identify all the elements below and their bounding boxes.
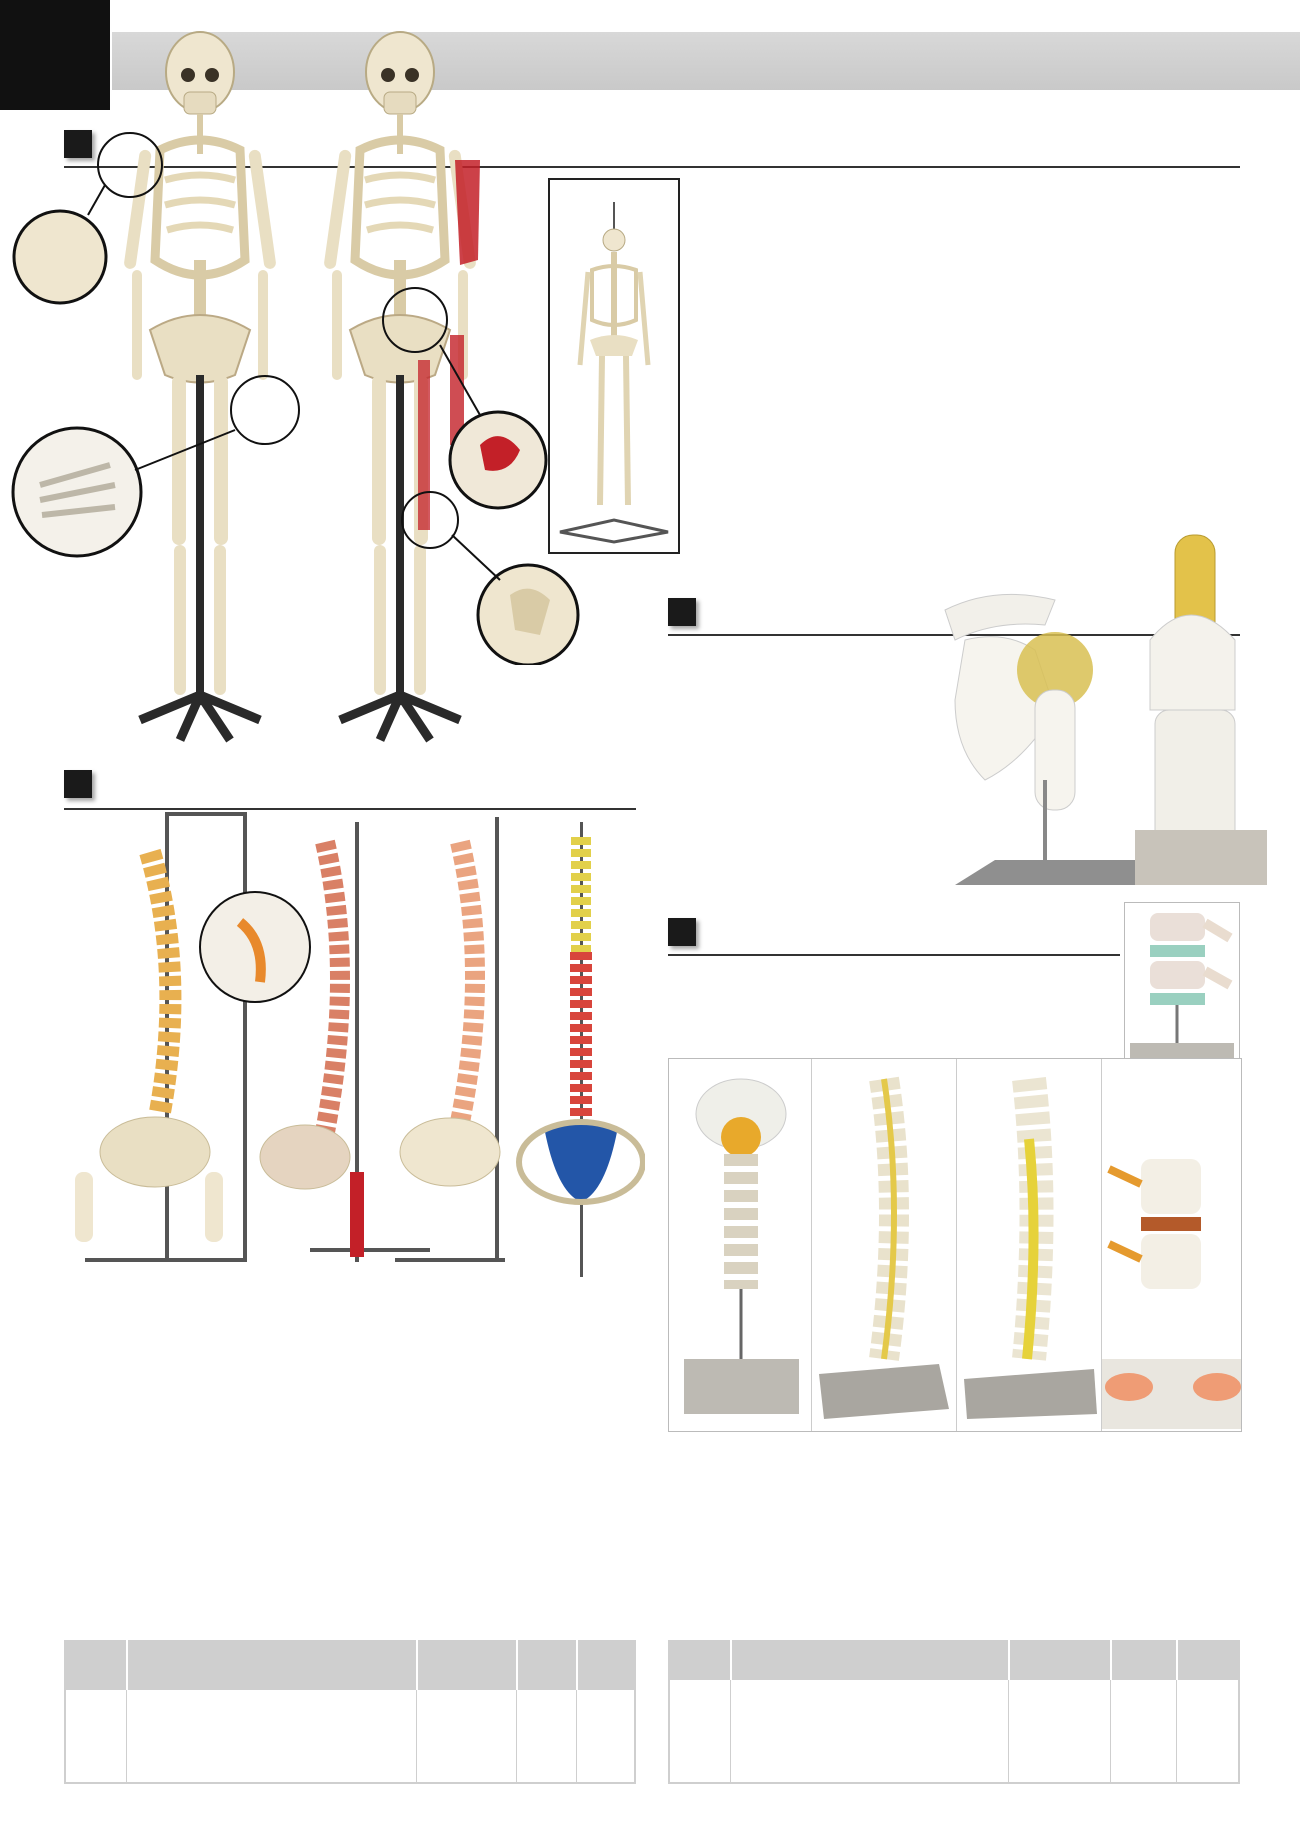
hanging-skeleton-image <box>559 202 669 544</box>
section-marker-vertebrae <box>668 918 696 946</box>
section-rule-vertebrae <box>668 954 1120 956</box>
panel-divider <box>811 1059 812 1431</box>
section-marker-joints <box>668 598 696 626</box>
table-header-row <box>64 1640 636 1690</box>
corner-black-block <box>0 0 110 110</box>
spine-models-image <box>75 812 645 1277</box>
vertebra-inset-frame <box>1124 902 1240 1080</box>
table-header-divider <box>576 1640 578 1690</box>
table-body-divider <box>730 1680 731 1782</box>
table-body-divider <box>1176 1680 1177 1782</box>
table-header-row <box>668 1640 1240 1680</box>
table-body-divider <box>1110 1680 1111 1782</box>
skeleton-pair-image <box>100 30 660 760</box>
panel-divider <box>1101 1059 1102 1431</box>
hanging-skeleton-frame <box>548 178 680 554</box>
order-table-right-body <box>668 1680 1240 1784</box>
order-table-left-body <box>64 1690 636 1784</box>
panel-divider <box>956 1059 957 1431</box>
table-body-divider <box>416 1690 417 1782</box>
header-band <box>112 32 1300 90</box>
table-header-divider <box>516 1640 518 1690</box>
section-rule-skeletons <box>64 166 1240 168</box>
table-header-divider <box>1110 1640 1112 1680</box>
vertebra-models-image <box>684 1076 1241 1429</box>
shoulder-knee-models-image <box>944 534 1267 885</box>
table-body-divider <box>576 1690 577 1782</box>
zoom-circles-group <box>11 132 580 665</box>
table-body-divider <box>516 1690 517 1782</box>
table-header-divider <box>730 1640 732 1680</box>
table-header-divider <box>126 1640 128 1690</box>
table-header-divider <box>416 1640 418 1690</box>
vertebra-models-panel <box>668 1058 1242 1432</box>
table-header-divider <box>1176 1640 1178 1680</box>
section-marker-spines <box>64 770 92 798</box>
section-rule-spines <box>64 808 636 810</box>
section-marker-skeletons <box>64 130 92 158</box>
vertebra-inset-image <box>1130 913 1234 1075</box>
order-table-right-header <box>668 1640 1240 1680</box>
table-body-divider <box>1008 1680 1009 1782</box>
table-header-divider <box>1008 1640 1010 1680</box>
order-table-left-header <box>64 1640 636 1690</box>
table-body-divider <box>126 1690 127 1782</box>
